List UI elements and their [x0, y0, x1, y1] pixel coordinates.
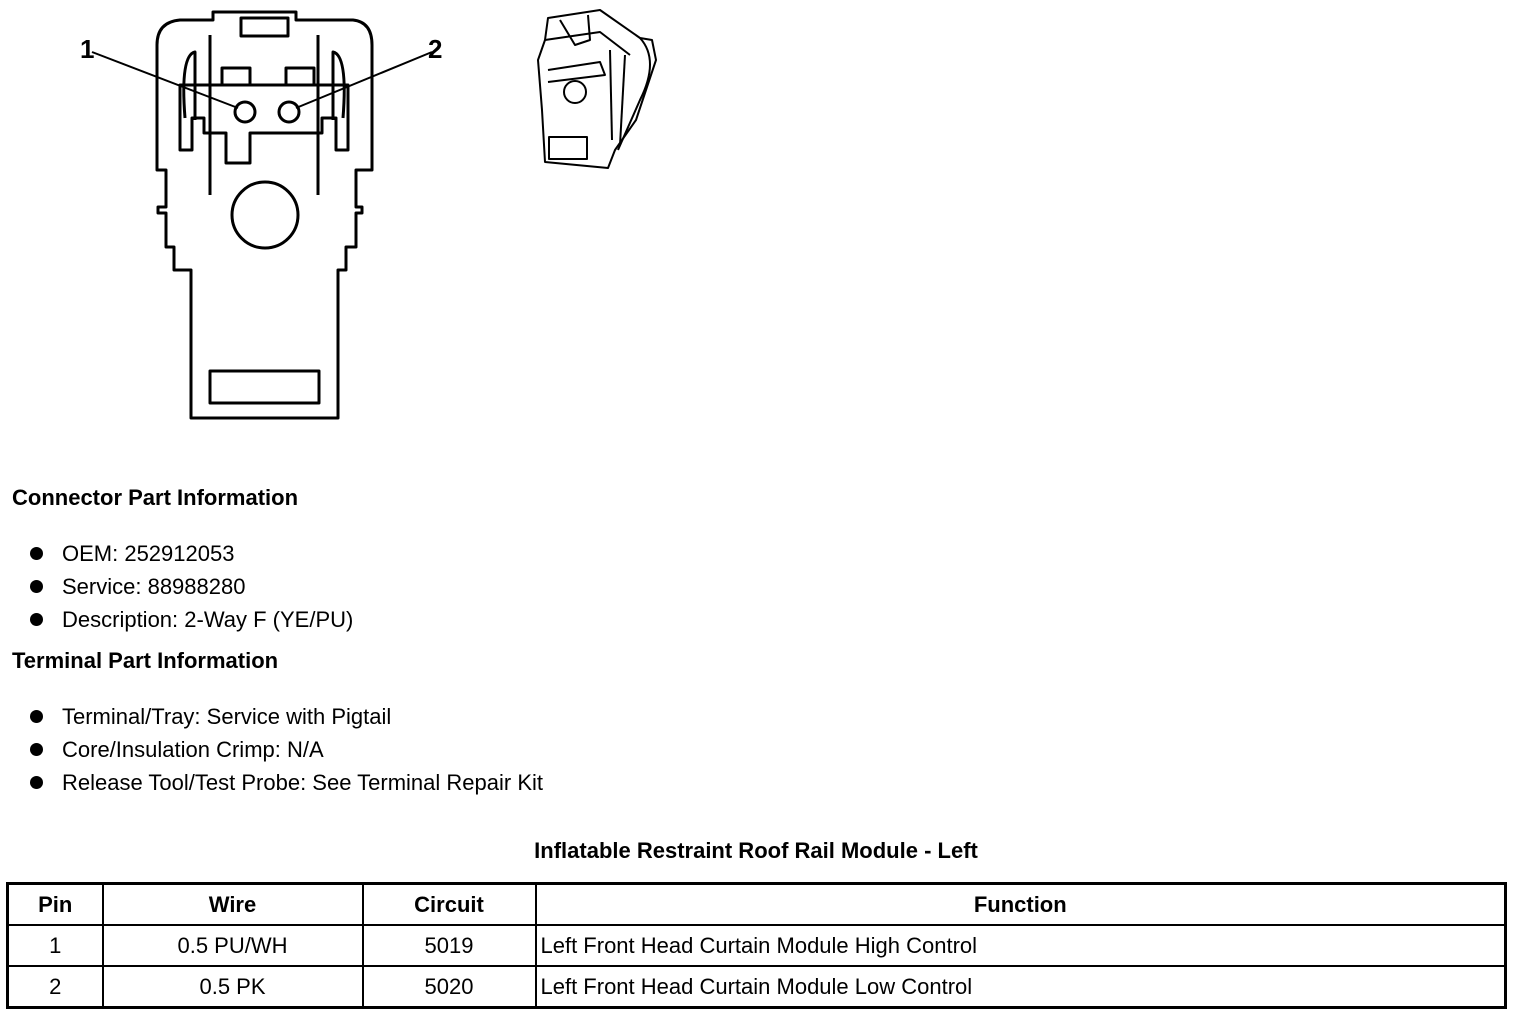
cell-circuit: 5020	[361, 965, 537, 1009]
bullet-icon	[30, 743, 43, 756]
cell-wire: 0.5 PK	[101, 965, 364, 1009]
pin-table-title: Inflatable Restraint Roof Rail Module - …	[534, 838, 978, 863]
column-header-function: Function	[534, 882, 1507, 926]
connector-diagram: 1 2	[80, 9, 657, 420]
bullet-icon	[30, 710, 43, 723]
connector-info-list: OEM: 252912053 Service: 88988280 Descrip…	[30, 537, 353, 636]
column-header-pin: Pin	[6, 882, 104, 926]
top-latch	[239, 16, 290, 38]
terminal-lock-right	[284, 66, 316, 86]
bullet-icon	[30, 547, 43, 560]
leader-line-2	[295, 51, 433, 109]
pin-hole-1	[233, 100, 257, 124]
cell-function: Left Front Head Curtain Module Low Contr…	[534, 965, 1507, 1009]
terminal-lock-left	[220, 66, 252, 86]
list-item: Service: 88988280	[30, 570, 353, 603]
connector-info-title: Connector Part Information	[12, 485, 299, 510]
bullet-icon	[30, 776, 43, 789]
pin-hole-2	[277, 100, 301, 124]
pin-label-1: 1	[80, 34, 94, 64]
leader-line-1	[91, 51, 239, 109]
cell-circuit: 5019	[361, 924, 537, 967]
connector-iso-thumbnail	[537, 9, 657, 169]
list-item: Release Tool/Test Probe: See Terminal Re…	[30, 766, 543, 799]
column-header-wire: Wire	[101, 882, 364, 926]
cell-pin: 2	[6, 965, 104, 1009]
locating-hole	[230, 180, 300, 250]
bullet-icon	[30, 613, 43, 626]
cell-function: Left Front Head Curtain Module High Cont…	[534, 924, 1507, 967]
side-flex-left	[182, 50, 197, 120]
pin-label-2: 2	[428, 34, 442, 64]
side-flex-right	[331, 50, 346, 120]
table-header-row: Pin Wire Circuit Function	[6, 882, 1507, 926]
column-header-circuit: Circuit	[361, 882, 537, 926]
bullet-icon	[30, 580, 43, 593]
terminal-info-title: Terminal Part Information	[12, 648, 279, 673]
cell-pin: 1	[6, 924, 104, 967]
connector-face-outline	[155, 10, 374, 420]
table-row: 1 0.5 PU/WH 5019 Left Front Head Curtain…	[6, 924, 1507, 967]
list-item: Description: 2-Way F (YE/PU)	[30, 603, 353, 636]
list-item: OEM: 252912053	[30, 537, 353, 570]
terminal-cavity	[178, 83, 350, 165]
list-item: Terminal/Tray: Service with Pigtail	[30, 700, 543, 733]
list-item: Core/Insulation Crimp: N/A	[30, 733, 543, 766]
label-window	[208, 369, 321, 405]
cell-wire: 0.5 PU/WH	[101, 924, 364, 967]
terminal-info-list: Terminal/Tray: Service with Pigtail Core…	[30, 700, 543, 799]
pin-table: Pin Wire Circuit Function 1 0.5 PU/WH 50…	[6, 882, 1507, 1009]
table-row: 2 0.5 PK 5020 Left Front Head Curtain Mo…	[6, 965, 1507, 1009]
